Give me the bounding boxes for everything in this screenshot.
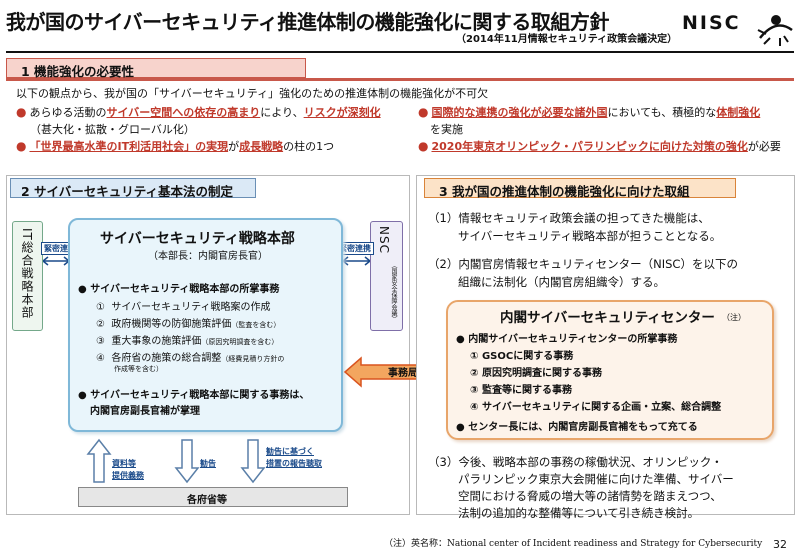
hq-item-1: ① サイバーセキュリティ戦略案の作成 [96, 302, 271, 313]
link-right-label: 緊密連携 [336, 242, 374, 255]
section3-p3-line2: パラリンピック東京大会開催に向けた準備、サイバー [458, 472, 734, 486]
nisc-item-4: ④ サイバーセキュリティに関する企画・立案、総合調整 [470, 402, 722, 413]
footnote: （注）英名称：National center of Incident readi… [384, 539, 763, 549]
hq-title: サイバーセキュリティ戦略本部 [100, 231, 295, 247]
section3-p1-line1: （1）情報セキュリティ政策会議の担ってきた機能は、 [428, 211, 710, 225]
nsc-box-label: NSC [377, 226, 391, 254]
ministries-label: 各府省等 [187, 495, 227, 506]
nisc-center-note-mark: （注） [722, 313, 746, 322]
bullet-icon: ● [456, 334, 469, 345]
nisc-bullet2: ● センター長には、内閣官房副長官補をもって充てる [456, 422, 698, 433]
page-title: 我が国のサイバーセキュリティ推進体制の機能強化に関する取組方針 [6, 10, 609, 34]
section1-intro: 以下の観点から、我が国の「サイバーセキュリティ」強化のための推進体制の機能強化が… [16, 87, 489, 100]
hq-item-3: ③ 重大事象の施策評価（原因究明調査を含む） [96, 336, 279, 347]
advice-down-arrow-icon [174, 439, 200, 484]
section3-p3-line3: 空間における脅威の増大等の諸情勢を踏まえつつ、 [458, 489, 722, 503]
nsc-box: NSC （国家安全保障会議） [370, 221, 403, 331]
hq-item-4-note-cont: 作成等を含む） [114, 365, 163, 373]
section3-heading: 3 我が国の推進体制の機能強化に向けた取組 [439, 184, 690, 199]
section2-heading-box: 2 サイバーセキュリティ基本法の制定 [10, 178, 256, 199]
hq-bullet2-cont: 内閣官房副長官補が掌理 [90, 406, 200, 417]
section3-p2-line2: 組織に法制化（内閣官房組織令）する。 [458, 275, 665, 289]
bullet-icon: ● [418, 105, 429, 119]
page-number: 32 [773, 538, 787, 551]
it-box-label: IT総合戦略本部 [20, 228, 34, 319]
section1-left-bullet2: ●「世界最高水準のIT利活用社会」の実現が成長戦略の柱の1つ [16, 139, 335, 153]
bullet-icon: ● [16, 139, 27, 153]
hq-bullet2: ● サイバーセキュリティ戦略本部に関する事務は、 [78, 390, 310, 401]
materials-label-2: 提供義務 [112, 471, 144, 480]
nisc-center-box [446, 300, 774, 440]
report-label-2: 措置の報告聴取 [266, 459, 322, 468]
logo-text: NISC [682, 12, 741, 34]
cybersecurity-hq-box [68, 218, 343, 432]
report-down-arrow-icon [240, 439, 266, 484]
bullet-icon: ● [456, 422, 469, 433]
page-subtitle: （2014年11月情報セキュリティ政策会議決定） [456, 34, 678, 45]
section1-right-bullet1-cont: を実施 [430, 123, 463, 136]
section1-rule [6, 78, 794, 81]
section1-heading-box: 1 機能強化の必要性 [6, 58, 306, 79]
bullet-icon: ● [16, 105, 27, 119]
hq-item-4: ④ 各府省の施策の総合調整（経費見積り方針の [96, 353, 285, 364]
it-strategy-hq-box: IT総合戦略本部 [12, 221, 43, 331]
bullet-icon: ● [78, 284, 91, 295]
materials-label-1: 資料等 [112, 459, 136, 468]
hq-bullet1: ● サイバーセキュリティ戦略本部の所掌事務 [78, 284, 280, 295]
section1-left-bullet1: ●あらゆる活動のサイバー空間への依存の高まりにより、リスクが深刻化 [16, 105, 381, 119]
nisc-bullet1: ● 内閣サイバーセキュリティセンターの所掌事務 [456, 334, 678, 345]
hq-item-2: ② 政府機関等の防御施策評価（監査を含む） [96, 319, 281, 330]
materials-up-arrow-icon [86, 438, 112, 483]
nisc-logo: NISC [682, 8, 794, 52]
hq-subtitle: （本部長：内閣官房長官） [148, 251, 268, 262]
section3-p3-line1: （3）今後、戦略本部の事務の稼働状況、オリンピック・ [428, 455, 723, 469]
nisc-center-title: 内閣サイバーセキュリティセンター [500, 310, 715, 326]
nsc-box-sublabel: （国家安全保障会議） [390, 262, 397, 322]
nisc-item-1: ① GSOCに関する事務 [470, 351, 574, 362]
advice-label: 勧告 [200, 459, 216, 468]
section3-heading-box: 3 我が国の推進体制の機能強化に向けた取組 [424, 178, 736, 199]
section1-heading: 1 機能強化の必要性 [21, 64, 135, 79]
report-label-1: 勧告に基づく [266, 447, 314, 456]
section3-p1-line2: サイバーセキュリティ戦略本部が担うこととなる。 [458, 229, 722, 243]
link-right-arrow-icon [343, 256, 370, 266]
section1-right-bullet2: ●2020年東京オリンピック・パラリンピックに向けた対策の強化が必要 [418, 139, 781, 153]
bullet-icon: ● [78, 390, 91, 401]
link-left-arrow-icon [43, 256, 69, 266]
secretariat-label: 事務局 [388, 368, 418, 379]
nisc-item-3: ③ 監査等に関する事務 [470, 385, 572, 396]
logo-emblem-icon [757, 15, 793, 46]
section3-p3-line4: 法制の追加的な整備等について引き続き検討。 [458, 506, 700, 520]
bullet-icon: ● [418, 139, 429, 153]
section3-p2-line1: （2）内閣官房情報セキュリティセンター（NISC）を以下の [428, 257, 738, 271]
section1-right-bullet1: ●国際的な連携の強化が必要な諸外国においても、積極的な体制強化 [418, 105, 761, 119]
title-rule [6, 51, 794, 53]
section2-heading: 2 サイバーセキュリティ基本法の制定 [21, 184, 234, 199]
nisc-item-2: ② 原因究明調査に関する事務 [470, 368, 602, 379]
section1-left-bullet1-cont: （甚大化・拡散・グローバル化） [30, 123, 195, 136]
ministries-box: 各府省等 [78, 487, 348, 507]
